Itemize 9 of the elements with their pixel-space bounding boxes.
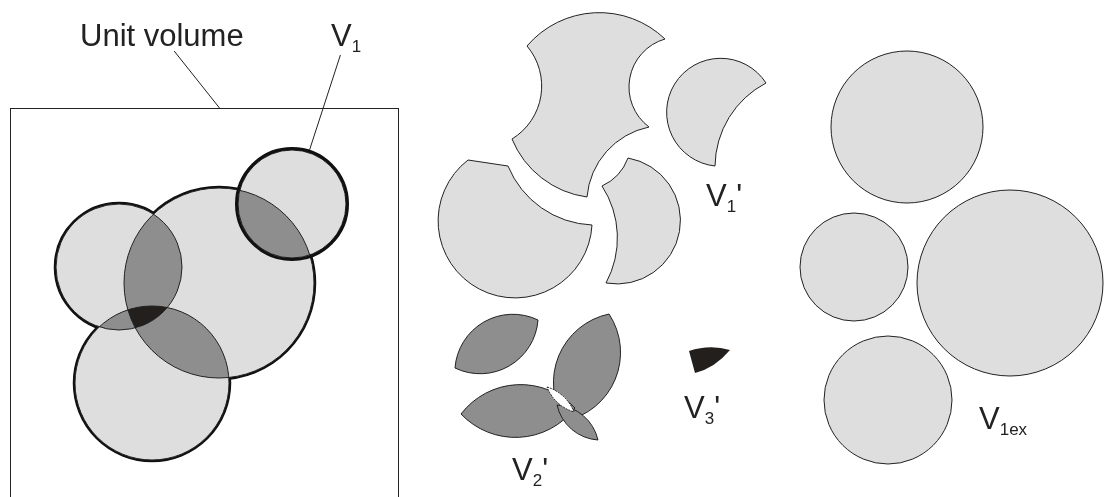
leader-line bbox=[309, 54, 341, 151]
text-label: V$_{1}$ bbox=[331, 20, 362, 55]
volume-label: V$_{3}$' bbox=[684, 392, 721, 427]
volume-label: V$_{1}$' bbox=[706, 180, 743, 215]
text-label: Unit volume bbox=[80, 20, 244, 51]
sphere-circle bbox=[235, 147, 349, 261]
volume-label: V$_{2}$' bbox=[512, 454, 549, 489]
volume-label: V$_{1ex}$ bbox=[979, 403, 1028, 438]
leader-line bbox=[173, 50, 220, 109]
